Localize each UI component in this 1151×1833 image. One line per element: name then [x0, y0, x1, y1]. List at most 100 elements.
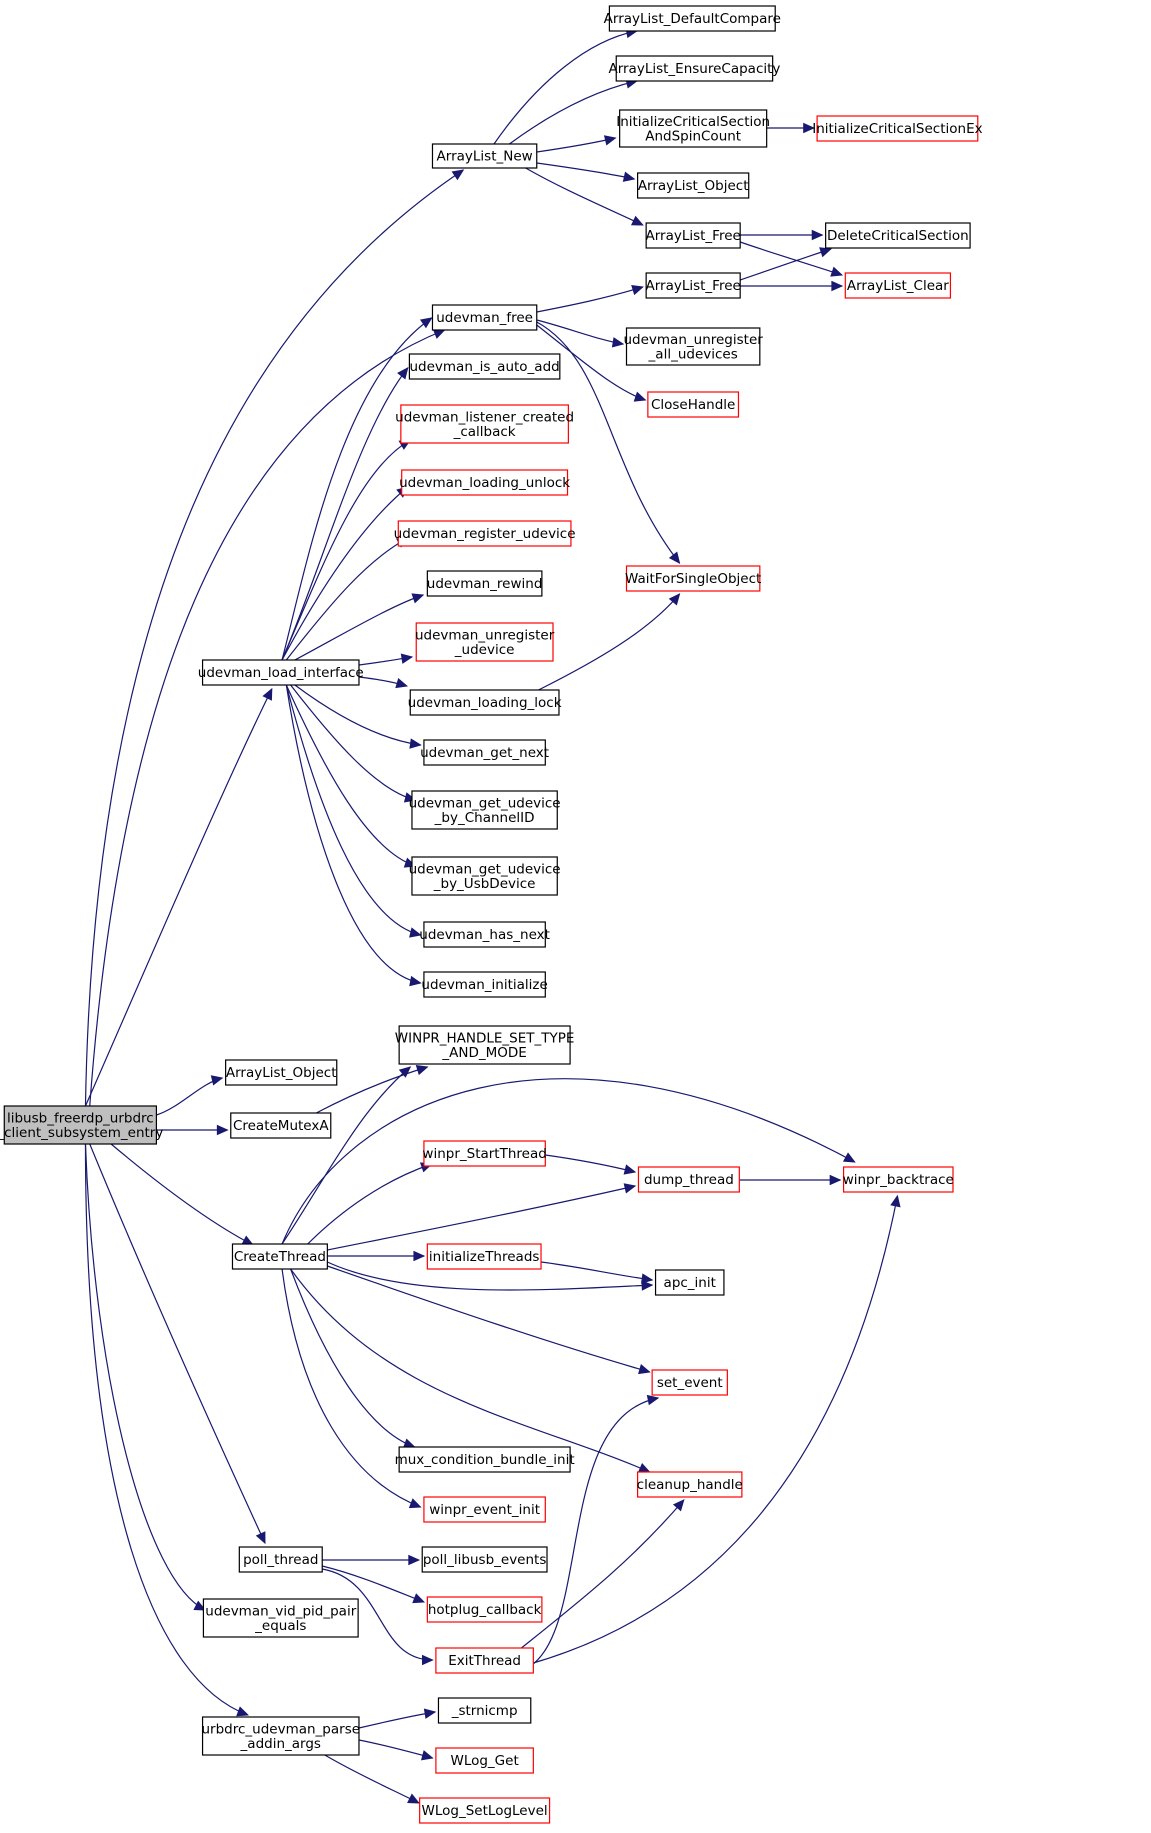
node-box[interactable] — [231, 1243, 328, 1270]
node-CloseHandle[interactable]: CloseHandle — [647, 391, 740, 418]
node-box[interactable] — [411, 790, 558, 830]
node-box[interactable] — [411, 856, 558, 896]
node-box[interactable] — [625, 327, 761, 366]
node-ArrayList_Object_1[interactable]: ArrayList_Object — [637, 172, 750, 199]
node-mux_condition_bundle_init[interactable]: mux_condition_bundle_init — [395, 1446, 575, 1473]
node-box[interactable] — [437, 1697, 532, 1724]
node-udevman_listener_created_callback[interactable]: udevman_listener_created_callback — [395, 404, 574, 444]
node-box[interactable] — [608, 5, 776, 32]
node-cleanup_handle[interactable]: cleanup_handle — [637, 1471, 743, 1498]
node-WLog_Get[interactable]: WLog_Get — [435, 1747, 534, 1774]
node-WaitForSingleObject[interactable]: WaitForSingleObject — [625, 565, 761, 592]
node-box[interactable] — [637, 1166, 740, 1193]
node-box[interactable] — [435, 1647, 534, 1674]
node-InitializeCriticalSectionEx[interactable]: InitializeCriticalSectionEx — [812, 115, 983, 142]
node-udevman_rewind[interactable]: udevman_rewind — [426, 570, 543, 597]
node-box[interactable] — [423, 1496, 546, 1523]
node-ArrayList_New[interactable]: ArrayList_New — [431, 143, 538, 169]
node-poll_libusb_events[interactable]: poll_libusb_events — [421, 1546, 548, 1573]
node-box[interactable] — [201, 1716, 360, 1756]
node-box[interactable] — [825, 222, 971, 249]
node-box[interactable] — [431, 304, 538, 331]
node-box[interactable] — [619, 109, 768, 148]
node-box[interactable] — [426, 1596, 543, 1623]
node-box[interactable] — [415, 622, 554, 662]
node-udevman_loading_lock[interactable]: udevman_loading_lock — [408, 689, 562, 716]
node-udevman_loading_unlock[interactable]: udevman_loading_unlock — [399, 469, 570, 496]
node-udevman_load_interface[interactable]: udevman_load_interface — [198, 659, 364, 686]
node-box[interactable] — [419, 1797, 551, 1824]
node-box[interactable] — [423, 739, 546, 766]
node-box[interactable] — [435, 1747, 534, 1774]
node-box[interactable] — [842, 1166, 954, 1193]
node-box[interactable] — [201, 659, 360, 686]
node-box[interactable] — [398, 1446, 571, 1473]
node-box[interactable] — [625, 565, 761, 592]
node-udevman_register_udevice[interactable]: udevman_register_udevice — [394, 520, 576, 547]
node-box[interactable] — [426, 570, 543, 597]
node-poll_thread[interactable]: poll_thread — [238, 1546, 323, 1573]
node-winpr_event_init[interactable]: winpr_event_init — [423, 1496, 546, 1523]
node-box[interactable] — [645, 272, 741, 299]
node-udevman_has_next[interactable]: udevman_has_next — [419, 921, 550, 948]
node-ArrayList_DefaultCompare[interactable]: ArrayList_DefaultCompare — [604, 5, 781, 32]
node-box[interactable] — [637, 172, 750, 199]
node-apc_init[interactable]: apc_init — [654, 1269, 725, 1296]
node-WINPR_HANDLE_SET_TYPE_AND_MODE[interactable]: WINPR_HANDLE_SET_TYPE_AND_MODE — [395, 1025, 575, 1065]
node-box[interactable] — [409, 689, 560, 716]
node-urbdrc_udevman_parse_addin_args[interactable]: urbdrc_udevman_parse_addin_args — [201, 1716, 360, 1756]
node-box[interactable] — [423, 1140, 546, 1167]
node-box[interactable] — [423, 921, 546, 948]
node-initializeThreads[interactable]: initializeThreads — [426, 1243, 542, 1270]
node-box[interactable] — [645, 222, 741, 249]
node-ArrayList_Clear[interactable]: ArrayList_Clear — [844, 272, 952, 299]
node-box[interactable] — [637, 1471, 743, 1498]
node-box[interactable] — [400, 404, 569, 444]
node-_strnicmp[interactable]: _strnicmp — [437, 1697, 532, 1724]
node-winpr_StartThread[interactable]: winpr_StartThread — [422, 1140, 547, 1167]
node-box[interactable] — [423, 971, 546, 998]
node-udevman_get_next[interactable]: udevman_get_next — [420, 739, 549, 766]
node-box[interactable] — [647, 391, 740, 418]
node-ArrayList_EnsureCapacity[interactable]: ArrayList_EnsureCapacity — [608, 55, 780, 82]
node-udevman_vid_pid_pair_equals[interactable]: udevman_vid_pid_pair_equals — [202, 1598, 359, 1638]
node-udevman_initialize[interactable]: udevman_initialize — [421, 971, 548, 998]
node-box[interactable] — [421, 1546, 548, 1573]
node-box[interactable] — [651, 1369, 728, 1396]
node-hotplug_callback[interactable]: hotplug_callback — [426, 1596, 543, 1623]
node-box[interactable] — [426, 1243, 542, 1270]
node-WLog_SetLogLevel[interactable]: WLog_SetLogLevel — [419, 1797, 551, 1824]
node-box[interactable] — [408, 353, 561, 380]
node-box[interactable] — [225, 1059, 338, 1086]
node-CreateMutexA[interactable]: CreateMutexA — [230, 1112, 332, 1139]
node-box[interactable] — [3, 1105, 158, 1145]
node-udevman_get_udevice_by_UsbDevice[interactable]: udevman_get_udevice_by_UsbDevice — [409, 856, 561, 896]
node-ArrayList_Free_1[interactable]: ArrayList_Free — [645, 222, 741, 249]
node-box[interactable] — [844, 272, 952, 299]
node-box[interactable] — [401, 469, 569, 496]
node-dump_thread[interactable]: dump_thread — [637, 1166, 740, 1193]
node-set_event[interactable]: set_event — [651, 1369, 728, 1396]
node-winpr_backtrace[interactable]: winpr_backtrace — [842, 1166, 954, 1193]
node-box[interactable] — [398, 1025, 571, 1065]
node-box[interactable] — [615, 55, 774, 82]
node-CreateThread[interactable]: CreateThread — [231, 1243, 328, 1270]
node-box[interactable] — [654, 1269, 725, 1296]
node-box[interactable] — [431, 143, 538, 169]
node-udevman_is_auto_add[interactable]: udevman_is_auto_add — [408, 353, 561, 380]
node-box[interactable] — [230, 1112, 332, 1139]
node-root[interactable]: libusb_freerdp_urbdrc_client_subsystem_e… — [0, 1105, 163, 1145]
node-udevman_unregister_all_udevices[interactable]: udevman_unregister_all_udevices — [623, 327, 763, 366]
node-udevman_get_udevice_by_ChannelID[interactable]: udevman_get_udevice_by_ChannelID — [409, 790, 561, 830]
node-box[interactable] — [238, 1546, 323, 1573]
node-udevman_free[interactable]: udevman_free — [431, 304, 538, 331]
node-box[interactable] — [202, 1598, 359, 1638]
node-ArrayList_Object_2[interactable]: ArrayList_Object — [225, 1059, 338, 1086]
node-box[interactable] — [816, 115, 979, 142]
node-ExitThread[interactable]: ExitThread — [435, 1647, 534, 1674]
node-DeleteCriticalSection[interactable]: DeleteCriticalSection — [825, 222, 971, 249]
node-box[interactable] — [397, 520, 572, 547]
node-ArrayList_Free_2[interactable]: ArrayList_Free — [645, 272, 741, 299]
node-udevman_unregister_udevice[interactable]: udevman_unregister_udevice — [415, 622, 555, 662]
